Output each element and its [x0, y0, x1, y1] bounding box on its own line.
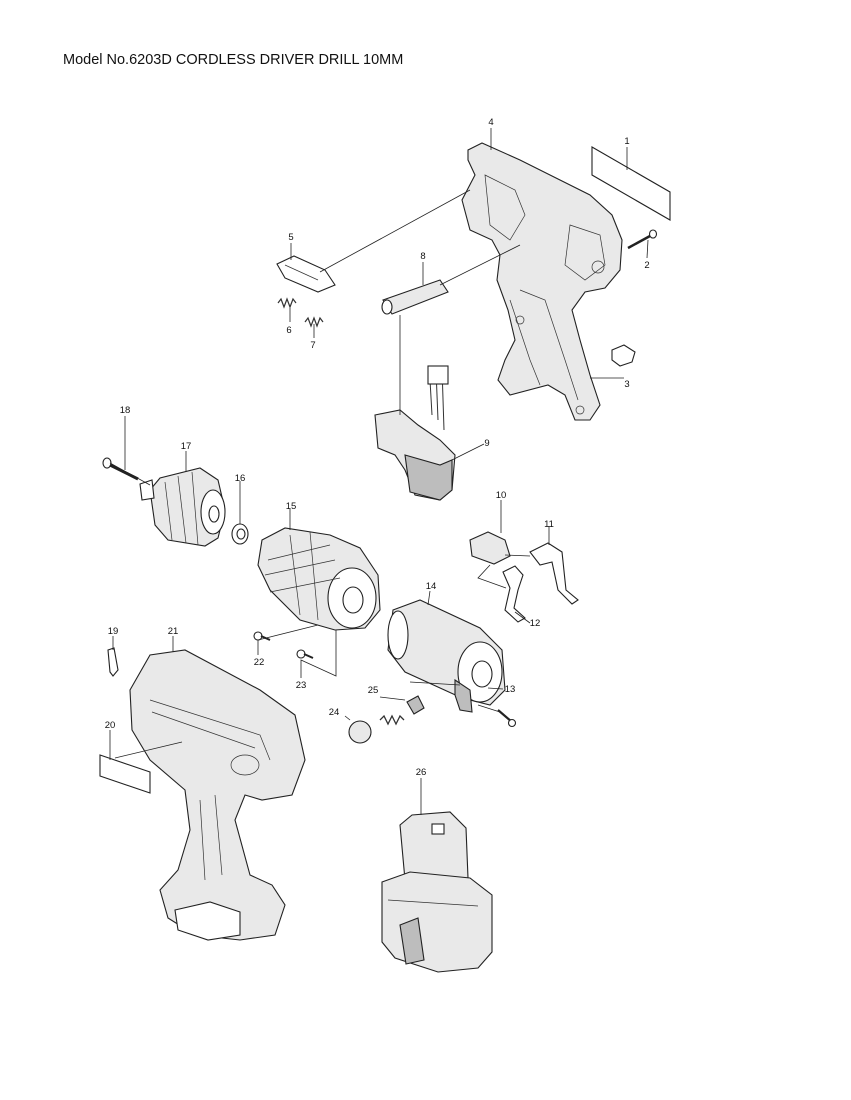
- part-label-7: 7: [310, 340, 315, 351]
- part-label-6: 6: [286, 325, 291, 336]
- part-11-terminal: [529, 542, 579, 605]
- part-17-chuck: [139, 467, 226, 547]
- part-label-11: 11: [544, 519, 554, 530]
- part-label-26: 26: [416, 767, 427, 778]
- part-label-12: 12: [530, 618, 541, 629]
- part-label-10: 10: [496, 490, 507, 501]
- part-23-screw: [296, 649, 314, 659]
- part-7-spring: [304, 316, 324, 328]
- part-16-ring: [231, 523, 249, 545]
- part-4-housing-half: [461, 142, 623, 421]
- part-15-gear-assembly: [257, 527, 381, 631]
- part-label-23: 23: [296, 680, 307, 691]
- part-label-2: 2: [644, 260, 649, 271]
- part-26-battery: [381, 811, 493, 973]
- part-label-16: 16: [235, 473, 246, 484]
- part-label-19: 19: [108, 626, 119, 637]
- part-3-clip: [611, 344, 636, 367]
- part-label-25: 25: [368, 685, 379, 696]
- part-label-15: 15: [286, 501, 297, 512]
- part-14-motor: [387, 599, 506, 713]
- part-1-label-plate: [591, 146, 671, 221]
- part-label-8: 8: [420, 251, 425, 262]
- part-2-screw: [627, 229, 658, 250]
- part-20-label: [99, 754, 151, 794]
- part-label-1: 1: [624, 136, 629, 147]
- part-label-21: 21: [168, 626, 179, 637]
- part-12-terminal: [502, 565, 526, 623]
- part-label-13: 13: [505, 684, 516, 695]
- part-24-cap: [348, 720, 372, 744]
- part-label-17: 17: [181, 441, 192, 452]
- part-6-spring: [277, 297, 297, 309]
- part-label-18: 18: [120, 405, 131, 416]
- part-label-22: 22: [254, 657, 265, 668]
- part-label-5: 5: [288, 232, 293, 243]
- part-label-14: 14: [426, 581, 437, 592]
- leader-lines: [109, 128, 649, 815]
- part-13-screw: [497, 709, 517, 728]
- part-5-switch-lever: [276, 255, 336, 293]
- part-19-hook: [107, 647, 119, 677]
- part-number-labels: 1 2 3 4 5 6 7 8 9 10 11 12 13 14 15 16 1…: [105, 117, 650, 778]
- page-title: Model No.6203D CORDLESS DRIVER DRILL 10M…: [63, 52, 404, 68]
- part-18-screw: [102, 457, 139, 481]
- part-10-holder: [469, 531, 511, 565]
- part-9-switch: [374, 365, 456, 501]
- part-label-9: 9: [484, 438, 489, 449]
- part-8-bar: [381, 279, 449, 315]
- part-21-housing-set: [129, 649, 306, 941]
- part-label-20: 20: [105, 720, 116, 731]
- part-label-4: 4: [488, 117, 493, 128]
- part-label-3: 3: [624, 379, 629, 390]
- part-label-24: 24: [329, 707, 340, 718]
- part-25-brush: [379, 695, 425, 726]
